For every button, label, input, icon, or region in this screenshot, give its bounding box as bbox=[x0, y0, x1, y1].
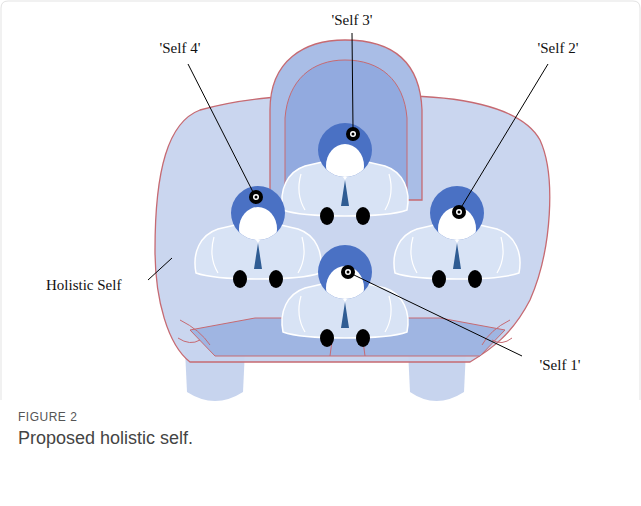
figure-number: FIGURE 2 bbox=[18, 410, 77, 424]
part-label: 'Self 2' bbox=[538, 40, 579, 57]
part-label: 'Self 1' bbox=[540, 357, 581, 374]
part-label: Holistic Self bbox=[46, 277, 121, 294]
part-label: 'Self 3' bbox=[332, 12, 373, 29]
figure-caption: Proposed holistic self. bbox=[18, 428, 193, 449]
part-label: 'Self 4' bbox=[160, 40, 201, 57]
